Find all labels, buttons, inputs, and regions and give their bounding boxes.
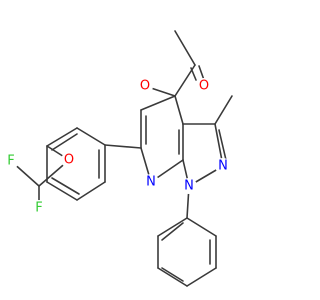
atom-f-upper: F xyxy=(3,153,19,169)
svg-text:N: N xyxy=(146,175,156,190)
bond-38 xyxy=(51,133,78,151)
bond-2 xyxy=(198,65,205,81)
bond-5 xyxy=(140,95,176,111)
bond-10 xyxy=(174,95,184,125)
bond-34 xyxy=(76,181,106,201)
bond-3 xyxy=(190,67,197,81)
atom-n-pyrazole-1: N xyxy=(181,178,197,194)
bond-30 xyxy=(76,127,106,146)
atom-o-ester: O xyxy=(137,78,153,94)
bond-17 xyxy=(218,129,227,161)
bond-0 xyxy=(174,30,196,66)
svg-text:O: O xyxy=(64,153,74,168)
svg-text:O: O xyxy=(140,79,150,94)
svg-text:O: O xyxy=(199,79,209,94)
atom-labels: O O N N N O F F xyxy=(3,78,231,216)
bond-29 xyxy=(104,144,142,149)
atom-o-carbonyl: O xyxy=(196,78,212,94)
bond-27 xyxy=(161,267,184,282)
svg-text:N: N xyxy=(184,179,194,194)
svg-text:F: F xyxy=(35,201,42,216)
atom-n-pyridine: N xyxy=(143,174,159,190)
bond-33 xyxy=(46,181,78,201)
bond-37 xyxy=(51,177,80,195)
bond-25 xyxy=(157,217,188,237)
bond-22 xyxy=(186,267,217,287)
atom-n-pyrazole-2: N xyxy=(215,158,231,174)
svg-text:N: N xyxy=(218,159,228,174)
molecule-structure: O O N N N O F F xyxy=(3,30,233,287)
bond-20 xyxy=(186,217,217,237)
atom-f-lower: F xyxy=(31,200,47,216)
bond-lines xyxy=(10,30,233,287)
atom-o-ether: O xyxy=(61,152,77,168)
bond-31 xyxy=(46,127,78,147)
bond-23 xyxy=(157,267,188,287)
svg-text:F: F xyxy=(7,154,14,169)
bond-28 xyxy=(161,222,184,241)
bond-18 xyxy=(214,95,233,125)
